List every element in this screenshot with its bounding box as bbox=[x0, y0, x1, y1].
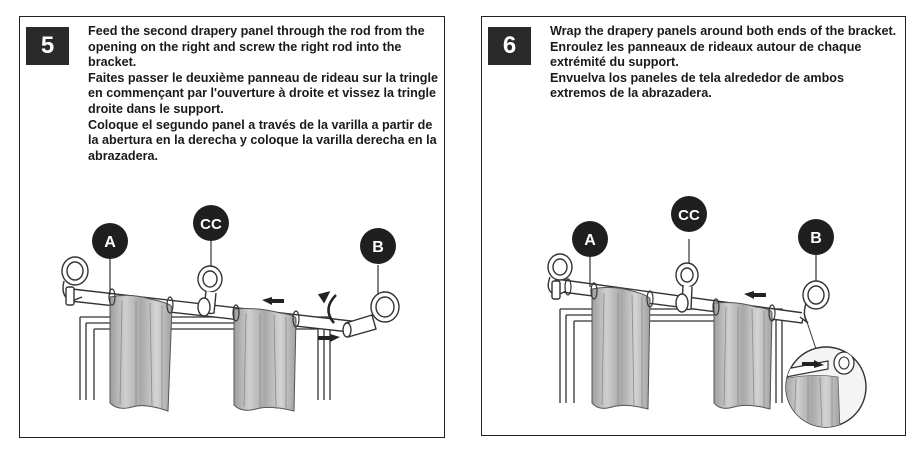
curtain-rings bbox=[108, 288, 300, 328]
step-6-panel: 6 Wrap the drapery panels around both en… bbox=[481, 16, 906, 436]
instruction-spanish: Envuelva los paneles de tela alrededor d… bbox=[550, 70, 844, 101]
curtain-panel-right bbox=[713, 302, 773, 410]
instruction-spanish: Coloque el segundo panel a través de la … bbox=[88, 117, 437, 163]
instruction-english: Feed the second drapery panel through th… bbox=[88, 24, 425, 70]
label-cc: CC bbox=[193, 205, 229, 241]
curtain-panel-left bbox=[109, 294, 173, 412]
label-cc-text: CC bbox=[678, 207, 700, 224]
step-6-illustration: A CC B bbox=[547, 196, 867, 428]
label-cc-text: CC bbox=[200, 216, 222, 233]
direction-arrow-left-icon bbox=[262, 297, 284, 305]
step-5-panel: 5 Feed the second drapery panel through … bbox=[19, 16, 445, 438]
label-a-text: A bbox=[584, 232, 596, 249]
step-number-badge: 5 bbox=[26, 27, 69, 65]
center-bracket bbox=[675, 262, 699, 313]
label-cc: CC bbox=[671, 196, 707, 232]
center-bracket bbox=[197, 265, 223, 317]
direction-arrow-right-icon bbox=[318, 334, 340, 342]
step-5-illustration: A CC B bbox=[61, 205, 400, 412]
label-b-text: B bbox=[810, 230, 822, 247]
curtain-panel-right bbox=[233, 308, 297, 412]
label-b: B bbox=[360, 228, 396, 264]
zoom-detail bbox=[785, 312, 867, 428]
curtain-panel-left bbox=[591, 286, 651, 410]
right-bracket bbox=[799, 280, 830, 324]
left-bracket bbox=[61, 256, 89, 306]
instruction-french: Enroulez les panneaux de rideaux autour … bbox=[550, 39, 862, 70]
label-b: B bbox=[798, 219, 834, 255]
left-bracket bbox=[547, 253, 573, 300]
instruction-french: Faites passer le deuxième panneau de rid… bbox=[88, 70, 438, 116]
screw-rotation-arrow-icon bbox=[317, 291, 337, 324]
label-a: A bbox=[92, 223, 128, 259]
instruction-english: Wrap the drapery panels around both ends… bbox=[550, 24, 897, 38]
label-b-text: B bbox=[372, 239, 384, 256]
curtain-rings bbox=[564, 278, 776, 322]
wrap-arrow-icon bbox=[802, 360, 824, 368]
instruction-text: Wrap the drapery panels around both ends… bbox=[550, 24, 900, 102]
label-a-text: A bbox=[104, 234, 116, 251]
label-a: A bbox=[572, 221, 608, 257]
instruction-text: Feed the second drapery panel through th… bbox=[88, 24, 438, 164]
right-bracket bbox=[342, 291, 400, 338]
step-number-badge: 6 bbox=[488, 27, 531, 65]
direction-arrow-left-icon bbox=[744, 291, 766, 299]
